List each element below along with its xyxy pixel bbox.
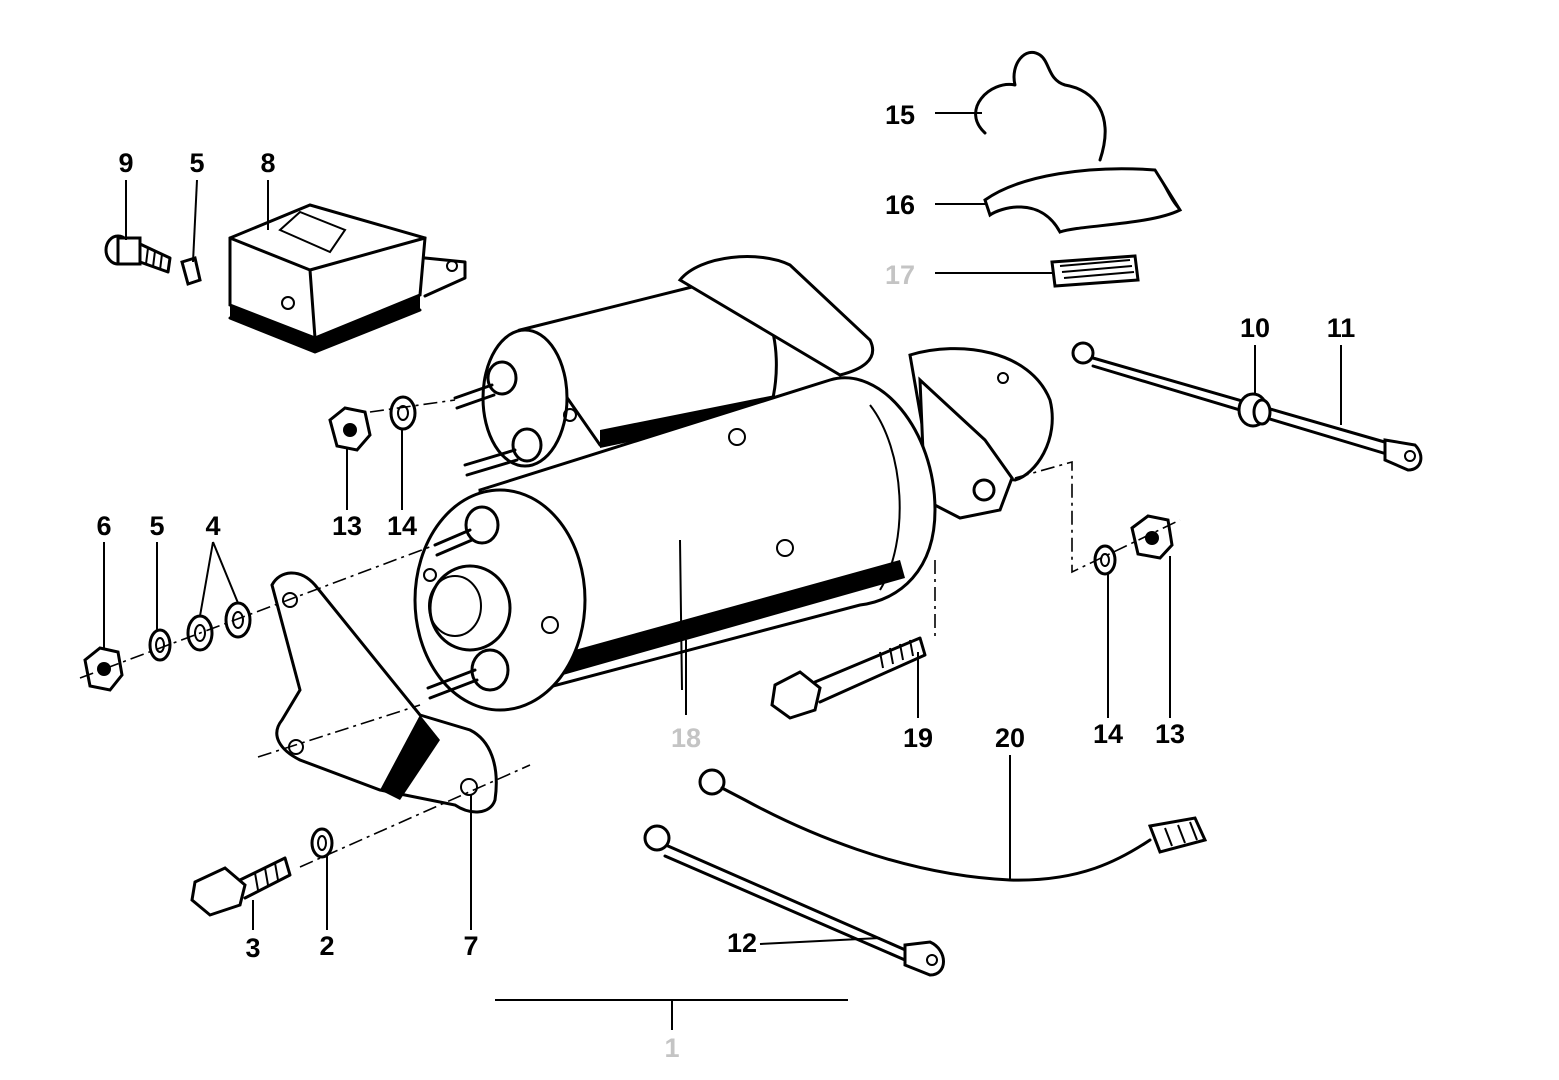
part-9-screw bbox=[104, 234, 172, 274]
callout-6: 6 bbox=[96, 511, 111, 541]
callout-5-top: 5 bbox=[189, 148, 204, 178]
part-5-washer-left bbox=[148, 628, 172, 662]
part-12-cable bbox=[643, 824, 945, 977]
callout-11: 11 bbox=[1327, 313, 1356, 343]
part-14-washer-upper bbox=[389, 395, 417, 431]
callout-4: 4 bbox=[205, 511, 220, 541]
part-13-nut-right bbox=[1130, 514, 1174, 560]
part-20-cable-plug bbox=[698, 768, 1208, 882]
callout-8: 8 bbox=[260, 148, 275, 178]
part-3-bolt bbox=[190, 856, 292, 917]
part-13-nut-upper bbox=[328, 406, 372, 452]
part-6-nut bbox=[83, 646, 124, 692]
part-10-grommet bbox=[1237, 392, 1272, 428]
callout-17: 17 bbox=[885, 260, 915, 290]
leader-lines bbox=[103, 112, 1342, 1030]
callout-14-right: 14 bbox=[1093, 719, 1123, 749]
callout-9: 9 bbox=[118, 148, 133, 178]
callout-18: 18 bbox=[671, 723, 701, 753]
part-16-cover bbox=[983, 167, 1183, 234]
part-8-relay-box bbox=[228, 203, 467, 354]
callout-1: 1 bbox=[664, 1033, 679, 1063]
part-7-bracket bbox=[270, 571, 498, 814]
callout-5-left: 5 bbox=[149, 511, 164, 541]
callout-2: 2 bbox=[319, 931, 334, 961]
assembly-lines bbox=[79, 399, 1181, 868]
callout-12: 12 bbox=[727, 928, 757, 958]
part-2-washer bbox=[310, 827, 334, 859]
callout-3: 3 bbox=[245, 933, 260, 963]
part-17-pad bbox=[1050, 254, 1140, 288]
callout-14-upper: 14 bbox=[387, 511, 417, 541]
callout-labels: 15 16 17 9 5 8 10 11 13 14 6 5 4 18 19 2… bbox=[96, 100, 1355, 1063]
part-15-spring-clip bbox=[974, 51, 1107, 162]
callout-13-upper: 13 bbox=[332, 511, 362, 541]
callout-10: 10 bbox=[1240, 313, 1270, 343]
callout-7: 7 bbox=[463, 931, 478, 961]
part-18-starter-motor bbox=[413, 255, 1054, 712]
part-14-washer-right bbox=[1093, 544, 1117, 576]
part-19-long-bolt bbox=[770, 636, 927, 720]
part-5-washer-top bbox=[180, 256, 202, 286]
callout-13-right: 13 bbox=[1155, 719, 1185, 749]
callout-15: 15 bbox=[885, 100, 915, 130]
callout-16: 16 bbox=[885, 190, 915, 220]
callout-19: 19 bbox=[903, 723, 933, 753]
callout-20: 20 bbox=[995, 723, 1025, 753]
